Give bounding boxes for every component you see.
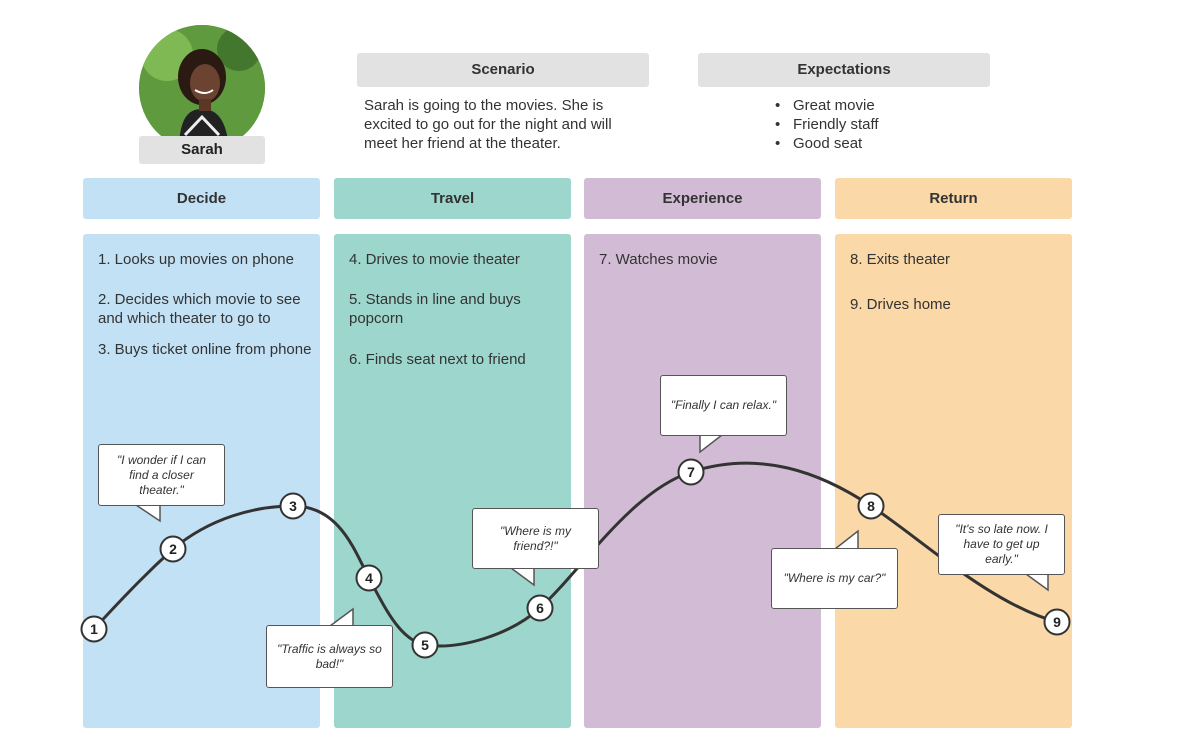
journey-point: 1 — [80, 615, 108, 643]
phase-return-column — [835, 234, 1072, 728]
phase-return-header: Return — [835, 178, 1072, 219]
bubble-tail — [133, 504, 161, 523]
svg-text:9: 9 — [1053, 614, 1061, 630]
step-2: 2. Decides which movie to see and which … — [98, 291, 301, 327]
journey-point: 8 — [857, 492, 885, 520]
bubble-tail — [699, 434, 725, 454]
persona-avatar — [139, 25, 265, 151]
journey-point: 6 — [526, 594, 554, 622]
quote-bubble: "Where is my friend?!" — [472, 508, 599, 569]
svg-text:1: 1 — [90, 621, 98, 637]
step-5: 5. Stands in line and buys popcorn — [349, 291, 521, 327]
phase-travel-header: Travel — [334, 178, 571, 219]
persona-name: Sarah — [139, 136, 265, 164]
step-8: 8. Exits theater — [850, 251, 951, 268]
svg-text:7: 7 — [687, 464, 695, 480]
scenario-heading: Scenario — [357, 53, 649, 87]
expectation-item: Great movie — [775, 96, 879, 115]
quote-bubble: "Traffic is always so bad!" — [266, 625, 393, 688]
quote-bubble: "It's so late now. I have to get up earl… — [938, 514, 1065, 575]
journey-point: 2 — [159, 535, 187, 563]
journey-point: 7 — [677, 458, 705, 486]
step-1: 1. Looks up movies on phone — [98, 251, 294, 268]
step-9: 9. Drives home — [850, 296, 951, 313]
svg-text:8: 8 — [867, 498, 875, 514]
svg-text:6: 6 — [536, 600, 544, 616]
journey-point: 3 — [279, 492, 307, 520]
step-7: 7. Watches movie — [599, 251, 718, 268]
phase-experience-column — [584, 234, 821, 728]
expectations-heading: Expectations — [698, 53, 990, 87]
step-4: 4. Drives to movie theater — [349, 251, 520, 268]
svg-text:2: 2 — [169, 541, 177, 557]
quote-bubble: "Finally I can relax." — [660, 375, 787, 436]
bubble-tail — [327, 607, 354, 627]
quote-bubble: "I wonder if I can find a closer theater… — [98, 444, 225, 506]
phase-experience-header: Experience — [584, 178, 821, 219]
step-3: 3. Buys ticket online from phone — [98, 341, 312, 358]
bubble-tail — [1023, 573, 1049, 592]
emotion-curve — [92, 461, 1058, 648]
bubble-tail — [508, 567, 535, 587]
expectations-list: Great movie Friendly staff Good seat — [775, 96, 879, 153]
journey-point: 9 — [1043, 608, 1071, 636]
journey-point: 4 — [355, 564, 383, 592]
quote-bubble: "Where is my car?" — [771, 548, 898, 609]
journey-point: 5 — [411, 631, 439, 659]
phase-decide-header: Decide — [83, 178, 320, 219]
expectation-item: Good seat — [775, 134, 879, 153]
bubble-tail — [832, 529, 859, 550]
expectation-item: Friendly staff — [775, 115, 879, 134]
svg-text:5: 5 — [421, 637, 429, 653]
svg-text:4: 4 — [365, 570, 373, 586]
step-6: 6. Finds seat next to friend — [349, 351, 526, 368]
person-icon — [139, 25, 265, 151]
svg-text:3: 3 — [289, 498, 297, 514]
scenario-text: Sarah is going to the movies. She is exc… — [364, 97, 612, 152]
